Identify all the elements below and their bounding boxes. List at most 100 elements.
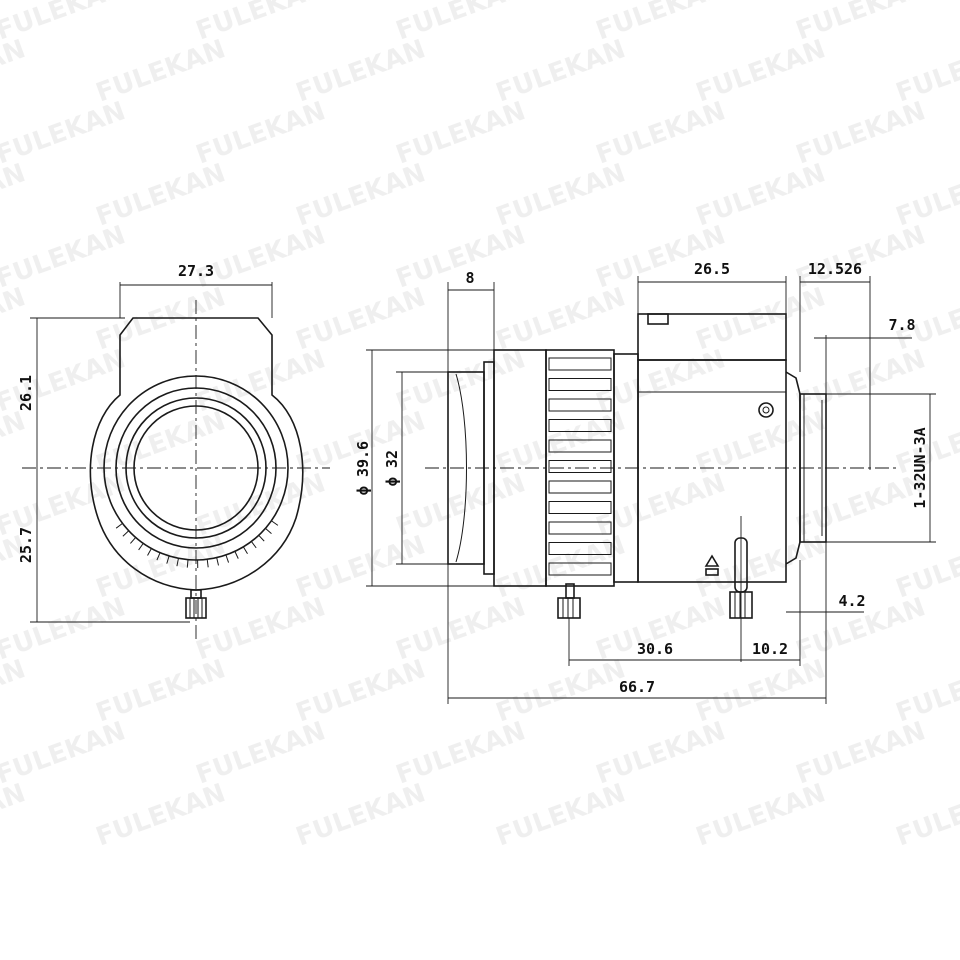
front-view: 27.3 26.1 25.7 <box>17 262 330 640</box>
zoom-thumb-screw <box>557 597 581 619</box>
watermark-text: FULEKAN <box>392 716 529 790</box>
housing-tab <box>647 313 669 325</box>
dim-front-upper-height: 26.1 <box>17 375 35 411</box>
knurl-tick <box>147 548 152 556</box>
knurl-tick <box>138 543 144 551</box>
zoom-grip <box>548 480 612 494</box>
knurl-tick <box>234 551 239 559</box>
dim-total-length: 66.7 <box>619 678 655 696</box>
knurl-tick <box>242 546 248 554</box>
watermark-text: FULEKAN <box>292 778 429 852</box>
watermark-text: FULEKAN <box>492 282 629 356</box>
watermark-text: FULEKAN <box>692 406 829 480</box>
watermark-text: FULEKAN <box>392 468 529 542</box>
zoom-ring-grips <box>548 357 612 576</box>
label-rect <box>705 568 719 576</box>
watermark-text: FULEKAN <box>192 220 329 294</box>
watermark-text: FULEKAN <box>892 158 960 232</box>
dim-rear-screw-offset: 10.2 <box>752 640 788 658</box>
watermark-text: FULEKAN <box>892 34 960 108</box>
knurl-tick <box>122 530 130 537</box>
watermark-text: FULEKAN <box>92 530 229 604</box>
knurl-tick <box>265 527 272 534</box>
watermark-text: FULEKAN <box>292 34 429 108</box>
front-ring-inner <box>125 397 267 539</box>
knurl-tick <box>206 559 209 568</box>
knurl-tick <box>250 541 257 549</box>
watermark-text: FULEKAN <box>0 778 29 852</box>
zoom-grip <box>548 501 612 514</box>
dim-front-width: 27.3 <box>178 262 214 280</box>
watermark-text: FULEKAN <box>292 530 429 604</box>
watermark-text: FULEKAN <box>692 282 829 356</box>
zoom-grip <box>548 542 612 555</box>
c-mount-thread <box>799 393 827 543</box>
watermark-text: FULEKAN <box>0 406 29 480</box>
watermark-text: FULEKAN <box>792 220 929 294</box>
knurl-tick <box>216 557 219 566</box>
watermark-text: FULEKAN <box>492 34 629 108</box>
watermark-text: FULEKAN <box>192 96 329 170</box>
zoom-grip <box>548 398 612 412</box>
front-ring-outer <box>103 375 289 561</box>
dim-mount-thread: 1-32UN-3A <box>911 427 929 508</box>
watermark-text: FULEKAN <box>692 158 829 232</box>
watermark-text: FULEKAN <box>792 96 929 170</box>
watermark-text: FULEKAN <box>92 158 229 232</box>
dim-front-lower-height: 25.7 <box>17 527 35 563</box>
watermark-text: FULEKAN <box>92 654 229 728</box>
watermark-text: FULEKAN <box>0 654 29 728</box>
front-thumb-screw-neck <box>190 589 202 599</box>
watermark-text: FULEKAN <box>292 282 429 356</box>
watermark-text: FULEKAN <box>0 158 29 232</box>
watermark-text: FULEKAN <box>492 778 629 852</box>
zoom-grip <box>548 378 612 391</box>
watermark-text: FULEKAN <box>0 34 29 108</box>
zoom-grip <box>548 460 612 473</box>
dim-inner-diameter: ϕ 32 <box>383 450 401 486</box>
knurl-tick <box>258 534 265 542</box>
knurl-tick <box>156 552 161 561</box>
zoom-grip <box>548 521 612 535</box>
watermark-text: FULEKAN <box>592 468 729 542</box>
watermark-text: FULEKAN <box>392 220 529 294</box>
knurl-tick <box>130 537 137 544</box>
zoom-grip <box>548 357 612 371</box>
watermark-text: FULEKAN <box>692 778 829 852</box>
knurl-tick <box>166 555 170 564</box>
warning-icon <box>704 554 720 567</box>
front-lens-glass <box>133 405 259 531</box>
watermark-text: FULEKAN <box>792 716 929 790</box>
watermark-text: FULEKAN <box>392 96 529 170</box>
watermark-text: FULEKAN <box>192 344 329 418</box>
focus-thumb-screw <box>729 591 753 619</box>
dim-rear-length: 12.526 <box>808 260 862 278</box>
watermark-text: FULEKAN <box>592 220 729 294</box>
watermark-text: FULEKAN <box>692 34 829 108</box>
watermark-text: FULEKAN <box>892 654 960 728</box>
watermark-text: FULEKAN <box>892 530 960 604</box>
front-top-block <box>119 317 273 358</box>
watermark-text: FULEKAN <box>592 716 729 790</box>
body-screw <box>758 402 774 418</box>
dim-front-flange: 8 <box>465 269 474 287</box>
watermark-text: FULEKAN <box>892 778 960 852</box>
watermark-text: FULEKAN <box>292 654 429 728</box>
front-knurl-ring <box>115 520 279 568</box>
front-lens-curve <box>455 373 467 563</box>
zoom-grip <box>548 439 612 453</box>
watermark-text: FULEKAN <box>692 654 829 728</box>
watermark-text: FULEKAN <box>192 592 329 666</box>
watermark-text: FULEKAN <box>0 282 29 356</box>
watermark-text: FULEKAN <box>392 592 529 666</box>
dim-screw-spacing: 30.6 <box>637 640 673 658</box>
watermark-text: FULEKAN <box>492 530 629 604</box>
main-body <box>637 359 787 583</box>
watermark-text: FULEKAN <box>192 716 329 790</box>
dim-body-width: 26.5 <box>694 260 730 278</box>
dim-mount-length: 7.8 <box>888 316 915 334</box>
watermark-text: FULEKAN <box>292 158 429 232</box>
watermark-text: FULEKAN <box>492 158 629 232</box>
